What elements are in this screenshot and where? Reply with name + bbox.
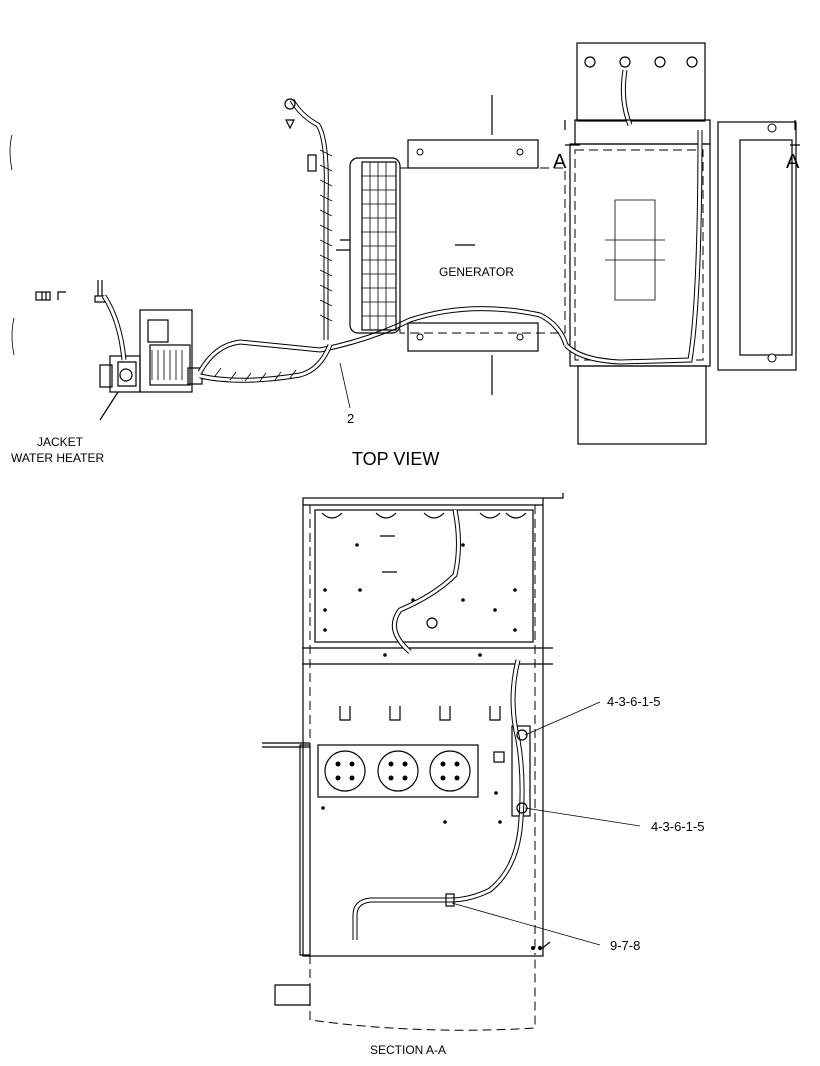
radiator-fan [336,157,401,334]
upper-panel-slots [321,512,527,519]
pipe-fitting-left [35,280,106,303]
section-marker-left: A [553,151,567,173]
section-view: 4-3-6-1-5 4-3-6-1-5 9-7-8 SECTION A-A [262,493,704,1057]
callout-label-2: 4-3-6-1-5 [651,819,704,834]
leader-callout-1 [524,701,601,736]
callout-label-1: 4-3-6-1-5 [607,694,660,709]
leader-callout-2 [524,807,641,827]
callout-label-3: 9-7-8 [610,938,640,953]
top-view: GENERATOR A A [9,42,800,469]
item-2-label: 2 [347,411,354,426]
section-marker-right: A [786,151,800,173]
jacket-label: JACKET [37,435,84,449]
water-heater-label: WATER HEATER [11,451,104,465]
leader-item-2 [339,362,351,409]
section-aa-title: SECTION A-A [370,1043,446,1057]
left-edge-marks [9,134,15,356]
generator-label: GENERATOR [439,265,514,279]
jacket-water-heater [99,294,203,421]
top-view-title: TOP VIEW [352,449,439,469]
coolant-hose [197,98,569,383]
breaker-panel [317,744,505,824]
control-enclosure [564,42,800,445]
upper-panel-holes [323,543,517,657]
terminal-brackets [339,706,501,721]
leader-callout-3 [451,902,601,946]
generator: GENERATOR [399,95,566,395]
